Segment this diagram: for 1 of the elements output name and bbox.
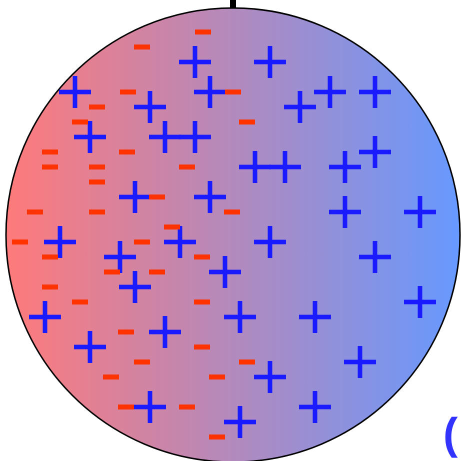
label: ( [445,416,458,458]
